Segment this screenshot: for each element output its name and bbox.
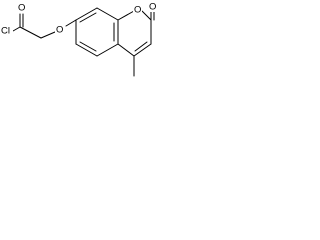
bond-carbonyl-ch2 [19, 26, 42, 39]
bond-benzene-2 [96, 7, 119, 21]
ring-oxygen-label: O [134, 5, 141, 16]
carbonyl-oxygen-label: O [18, 3, 25, 14]
bond-benzene-inner-1 [79, 12, 97, 23]
bond-pyranone-c3-c4-double [134, 41, 148, 52]
atom-labels: Cl O O O O [1, 1, 158, 37]
bond-benzene-1 [75, 7, 98, 21]
bond-pyranone-c3-c4 [133, 43, 152, 57]
bond-set [12, 7, 155, 77]
chlorine-atom-label: Cl [1, 26, 10, 37]
bond-pyranone-c4-c4a [117, 43, 135, 57]
lactone-oxygen-label: O [149, 2, 156, 13]
bond-benzene-5 [75, 43, 98, 57]
bond-ch2-ether-o [40, 31, 56, 39]
bond-pyranone-o-c2 [141, 10, 152, 21]
ether-oxygen-label: O [56, 25, 63, 36]
bond-benzene-inner-3 [79, 41, 97, 52]
bond-pyranone-c8a-o [117, 10, 135, 21]
bond-ether-o-ring [65, 19, 77, 27]
bond-benzene-4 [96, 43, 119, 57]
bond-cl-carbonyl [12, 26, 21, 32]
chemical-structure-diagram: Cl O O O O [1, 1, 158, 77]
